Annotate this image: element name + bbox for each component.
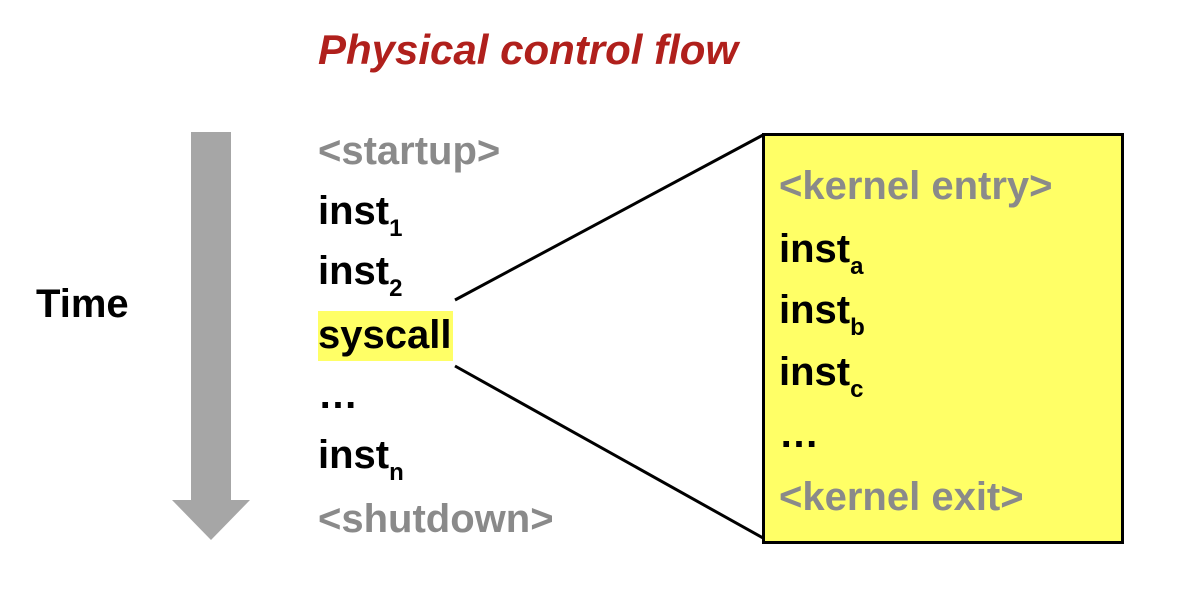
- kernel-box: <kernel entry> insta instb instc … <kern…: [762, 133, 1124, 544]
- program-ellipsis: …: [318, 373, 358, 417]
- shutdown-line: <shutdown>: [318, 497, 554, 541]
- kernel-ellipsis: …: [779, 412, 819, 456]
- syscall-highlight: syscall: [318, 311, 454, 361]
- time-label: Time: [36, 282, 129, 326]
- inst-2-base: inst: [318, 249, 390, 293]
- inst-c-subscript: c: [850, 376, 864, 403]
- inst-2-line: inst2: [318, 248, 402, 301]
- diagram-title: Physical control flow: [318, 26, 739, 73]
- inst-n-subscript: n: [389, 459, 404, 486]
- time-arrow-icon: [172, 132, 250, 540]
- inst-b-subscript: b: [850, 314, 865, 341]
- syscall-line: syscall: [318, 311, 454, 361]
- inst-n-base: inst: [318, 433, 390, 477]
- inst-c-line: instc: [779, 349, 863, 402]
- inst-a-line: insta: [779, 226, 863, 279]
- kernel-entry-line: <kernel entry>: [779, 164, 1053, 208]
- inst-a-subscript: a: [850, 253, 864, 280]
- startup-line: <startup>: [318, 129, 501, 173]
- inst-1-subscript: 1: [389, 215, 403, 242]
- inst-n-line: instn: [318, 432, 404, 485]
- inst-1-base: inst: [318, 189, 390, 233]
- inst-b-base: inst: [779, 288, 851, 332]
- inst-2-subscript: 2: [389, 275, 403, 302]
- inst-1-line: inst1: [318, 188, 402, 241]
- kernel-exit-line: <kernel exit>: [779, 475, 1024, 519]
- inst-a-base: inst: [779, 227, 851, 271]
- inst-b-line: instb: [779, 287, 865, 340]
- inst-c-base: inst: [779, 350, 851, 394]
